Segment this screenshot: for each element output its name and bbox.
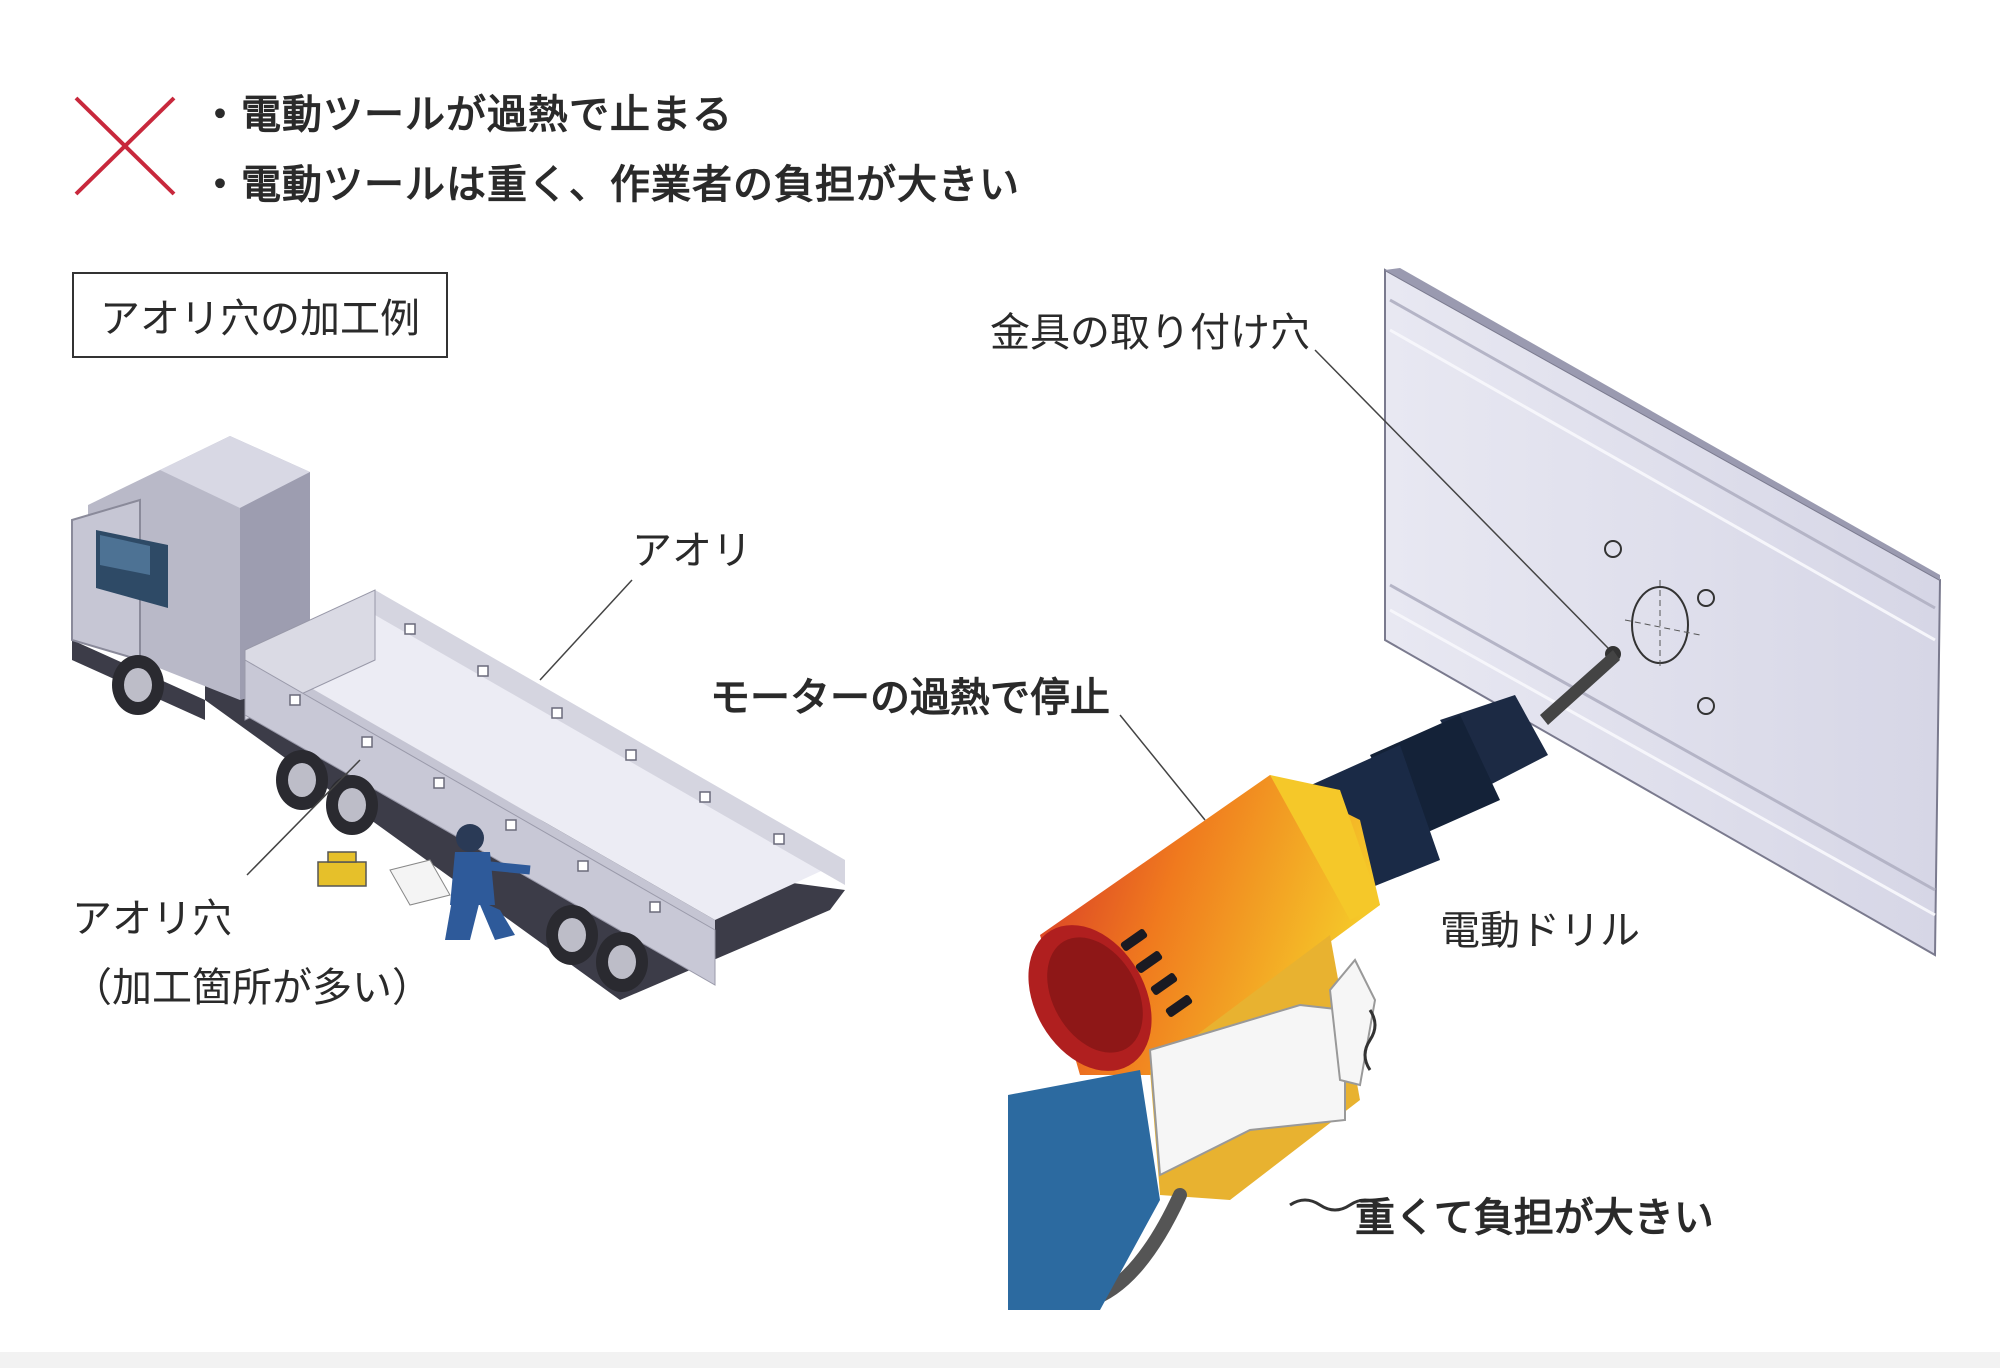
leader-mount-hole: [1314, 349, 1609, 649]
drill-illustration: [1008, 650, 1620, 1310]
label-aori: アオリ: [632, 528, 752, 574]
x-mark-icon: [74, 96, 176, 196]
label-aori-hole-note: （加工箇所が多い）: [72, 965, 432, 1011]
label-motor-stop: モーターの過熱で停止: [710, 675, 1110, 721]
truck-panel-title: アオリ穴の加工例: [72, 272, 448, 358]
bottom-strip: [0, 1352, 2000, 1368]
panel-illustration: [1384, 268, 1942, 957]
label-drill: 電動ドリル: [1440, 908, 1640, 954]
leader-motor: [1119, 714, 1206, 821]
bullet-overheat: ・電動ツールが過熱で止まる: [200, 92, 733, 138]
truck-illustration: [71, 436, 845, 1000]
worker-illustration: [317, 824, 531, 940]
label-heavy: 重くて負担が大きい: [1355, 1195, 1714, 1241]
label-mount-hole: 金具の取り付け穴: [990, 310, 1310, 356]
label-aori-hole: アオリ穴: [72, 896, 232, 942]
bullet-heavy: ・電動ツールは重く、作業者の負担が大きい: [200, 162, 1020, 208]
